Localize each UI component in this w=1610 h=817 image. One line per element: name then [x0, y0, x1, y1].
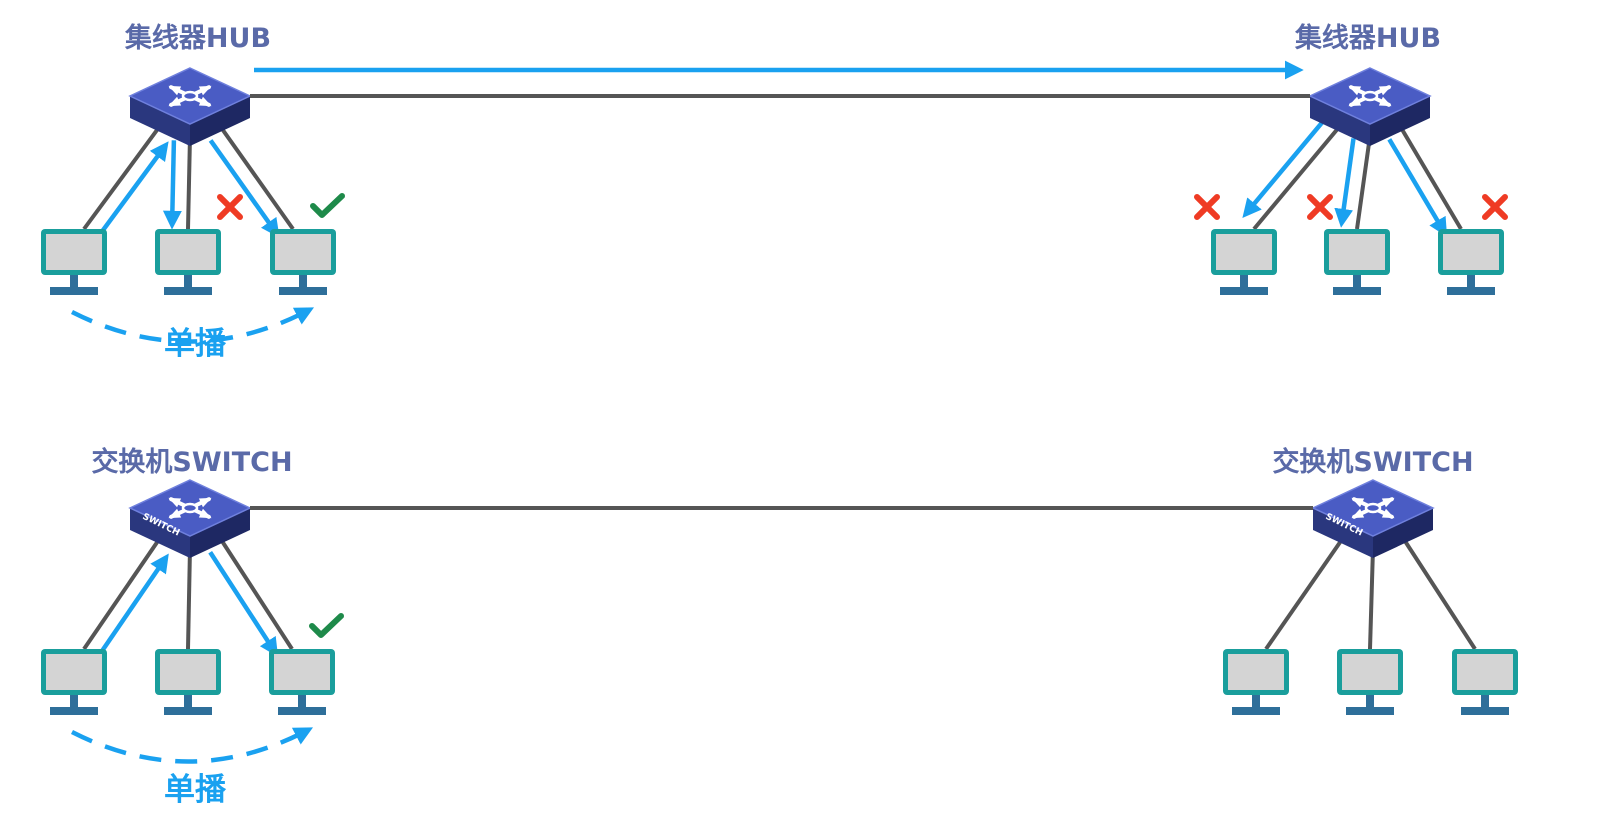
downlink-flow-arrow [208, 551, 279, 657]
accept-icon [309, 613, 344, 638]
hub-label: 集线器HUB [1294, 22, 1441, 54]
cable [1368, 547, 1375, 650]
cable [1398, 124, 1463, 231]
downlink-flow-arrow [1334, 138, 1356, 228]
monitor-icon [1438, 229, 1504, 295]
downlink-flow-arrow [162, 140, 182, 230]
downlink-flow-arrow [1387, 138, 1448, 237]
downlink-flow-arrow [1242, 119, 1326, 218]
monitor-icon [155, 229, 221, 295]
switch-label: 交换机SWITCH [1272, 446, 1473, 478]
hub-label: 集线器HUB [124, 22, 271, 54]
monitor-icon [269, 649, 335, 715]
monitor-icon [1211, 229, 1277, 295]
hub-icon [128, 67, 252, 146]
unicast-label: 单播 [164, 326, 227, 362]
uplink-flow-arrow [99, 553, 169, 654]
trunk-links [250, 60, 1313, 510]
cable [218, 536, 294, 651]
unicast-arc [70, 307, 315, 344]
cable [1401, 536, 1477, 651]
unicast-arc [70, 727, 314, 764]
monitor-icon [155, 649, 221, 715]
downlink-flow-arrow [208, 139, 280, 238]
hub-icon [1308, 67, 1432, 146]
monitor-icon [1337, 649, 1403, 715]
cable [218, 124, 295, 231]
switch-label: 交换机SWITCH [91, 446, 292, 478]
cable [186, 135, 192, 230]
monitor-icon [41, 649, 107, 715]
cable [82, 124, 162, 231]
monitor-icon [1452, 649, 1518, 715]
reject-icon [217, 194, 243, 220]
unicast-caption: 单播 [70, 307, 315, 362]
switch-icon: SWITCH [1311, 479, 1435, 558]
uplink-flow-arrow [98, 141, 169, 235]
cable [186, 547, 192, 650]
accept-icon [310, 193, 345, 218]
unicast-caption: 单播 [70, 727, 314, 808]
hub-network-2: 集线器HUB [1194, 22, 1508, 295]
cable [82, 536, 162, 651]
switch-network-2: 交换机SWITCH SWITCH [1223, 446, 1518, 715]
monitor-icon [1324, 229, 1390, 295]
cable [1252, 124, 1342, 231]
switch-icon: SWITCH [128, 479, 252, 558]
reject-icon [1307, 194, 1333, 220]
reject-icon [1482, 194, 1508, 220]
cable [1355, 135, 1372, 230]
hub-network-1: 集线器HUB 单播 [41, 22, 345, 362]
monitor-icon [1223, 649, 1289, 715]
reject-icon [1194, 194, 1220, 220]
cable [1264, 536, 1345, 651]
monitor-icon [270, 229, 336, 295]
unicast-label: 单播 [164, 772, 227, 808]
monitor-icon [41, 229, 107, 295]
switch-network-1: 交换机SWITCH SWITCH 单播 [41, 446, 344, 808]
